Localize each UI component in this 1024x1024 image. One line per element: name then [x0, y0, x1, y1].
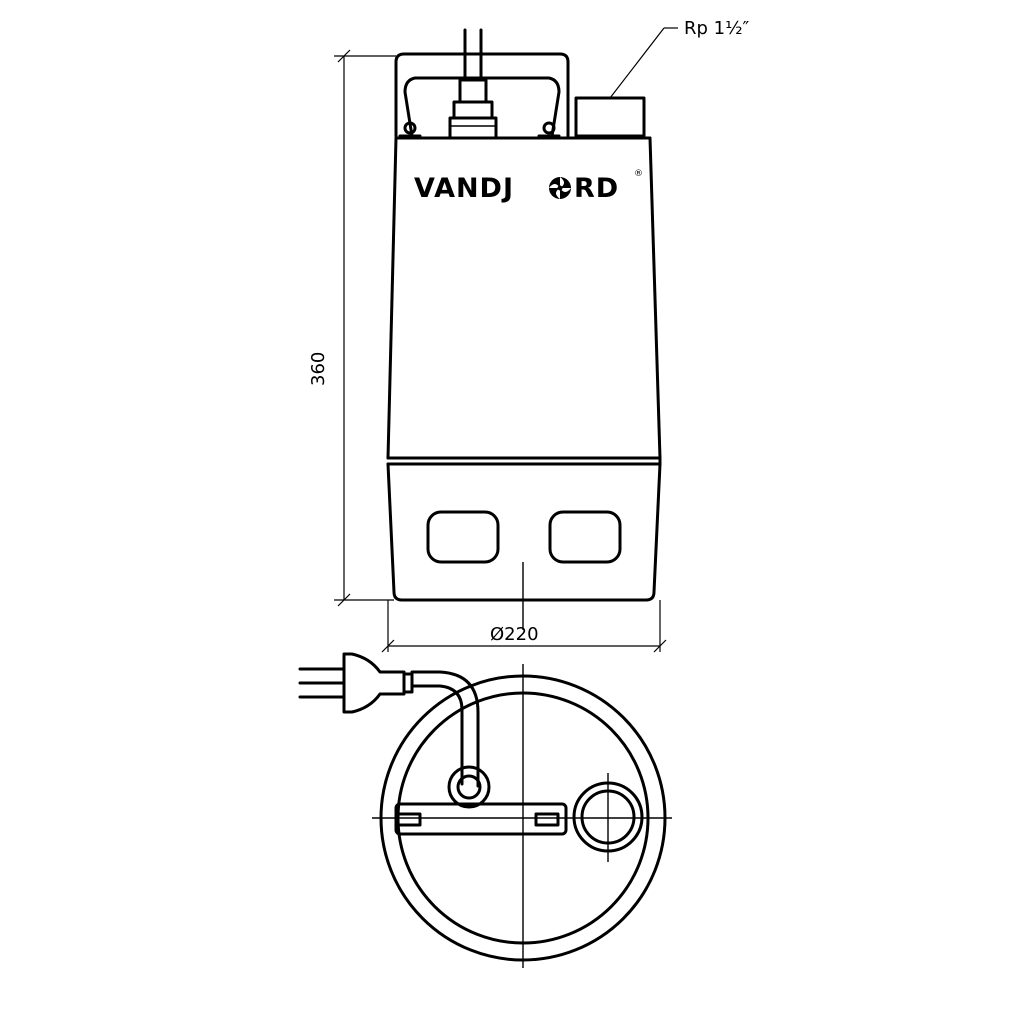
pinwheel-o-icon — [549, 177, 571, 199]
plug-icon — [298, 652, 414, 714]
brand-name-right: RD — [574, 173, 619, 204]
height-dimension-label: 360 — [308, 352, 329, 386]
brand-logo: VANDJ RD ® — [414, 169, 643, 204]
pump-handle-inner — [403, 76, 561, 138]
pump-base-strainer — [386, 462, 662, 602]
handle-bolt-right — [537, 121, 561, 138]
outlet-callout: Rp 1½″ — [609, 18, 750, 99]
pump-top-view — [372, 664, 672, 968]
outlet-thread-label: Rp 1½″ — [684, 18, 750, 39]
pump-side-view: VANDJ RD ® — [386, 28, 662, 630]
cable-gland — [448, 78, 498, 140]
height-dimension: 360 — [308, 49, 396, 607]
diameter-dimension-label: Ø220 — [490, 624, 539, 645]
diameter-dimension: Ø220 — [381, 600, 667, 653]
intake-window-left — [426, 510, 500, 564]
registered-mark: ® — [634, 169, 643, 179]
discharge-outlet — [574, 96, 646, 138]
power-cable-with-plug — [298, 652, 480, 788]
handle-bolt-left — [398, 121, 422, 138]
intake-window-right — [548, 510, 622, 564]
brand-name-left: VANDJ — [414, 173, 514, 204]
pump-handle — [394, 52, 570, 138]
